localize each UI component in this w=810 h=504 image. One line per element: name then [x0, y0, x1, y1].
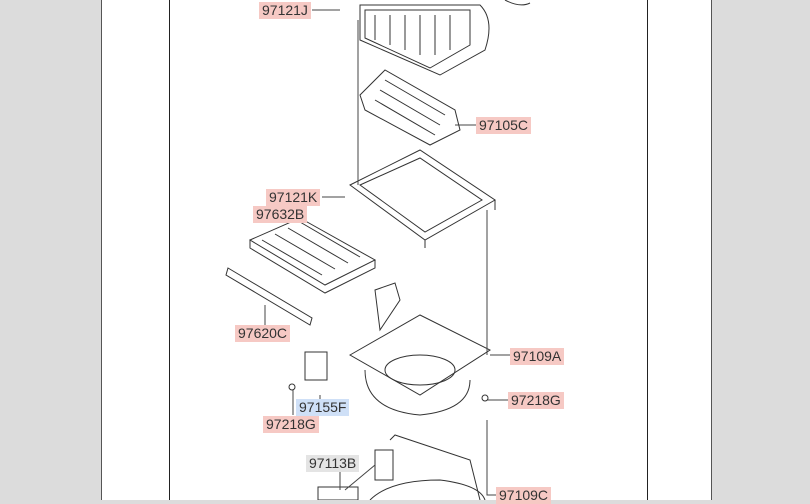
filter-cover-drawing [225, 267, 313, 326]
part-label-97121J[interactable]: 97121J [259, 2, 311, 19]
part-label-97121K[interactable]: 97121K [266, 189, 321, 206]
resistor-drawing [304, 351, 328, 381]
part-label-97218G-right[interactable]: 97218G [508, 392, 564, 409]
intake-duct-drawing [359, 0, 531, 76]
filter-housing-drawing [349, 149, 496, 248]
part-label-97218G-left[interactable]: 97218G [263, 416, 319, 433]
part-label-97155F[interactable]: 97155F [296, 399, 350, 416]
part-label-97632B[interactable]: 97632B [253, 206, 308, 223]
part-label-97620C[interactable]: 97620C [235, 325, 291, 342]
document-page [101, 0, 712, 500]
blower-case-drawing [348, 282, 492, 416]
screw-drawings [288, 383, 489, 402]
part-label-97109A[interactable]: 97109A [510, 348, 565, 365]
door-drawing [359, 69, 461, 146]
blower-motor-drawing [317, 434, 486, 500]
diagram-frame [169, 0, 648, 500]
part-label-97113B[interactable]: 97113B [306, 455, 360, 472]
part-label-97105C[interactable]: 97105C [476, 117, 532, 134]
cabin-filter-drawing [248, 217, 377, 294]
part-label-97109C[interactable]: 97109C [496, 487, 552, 504]
